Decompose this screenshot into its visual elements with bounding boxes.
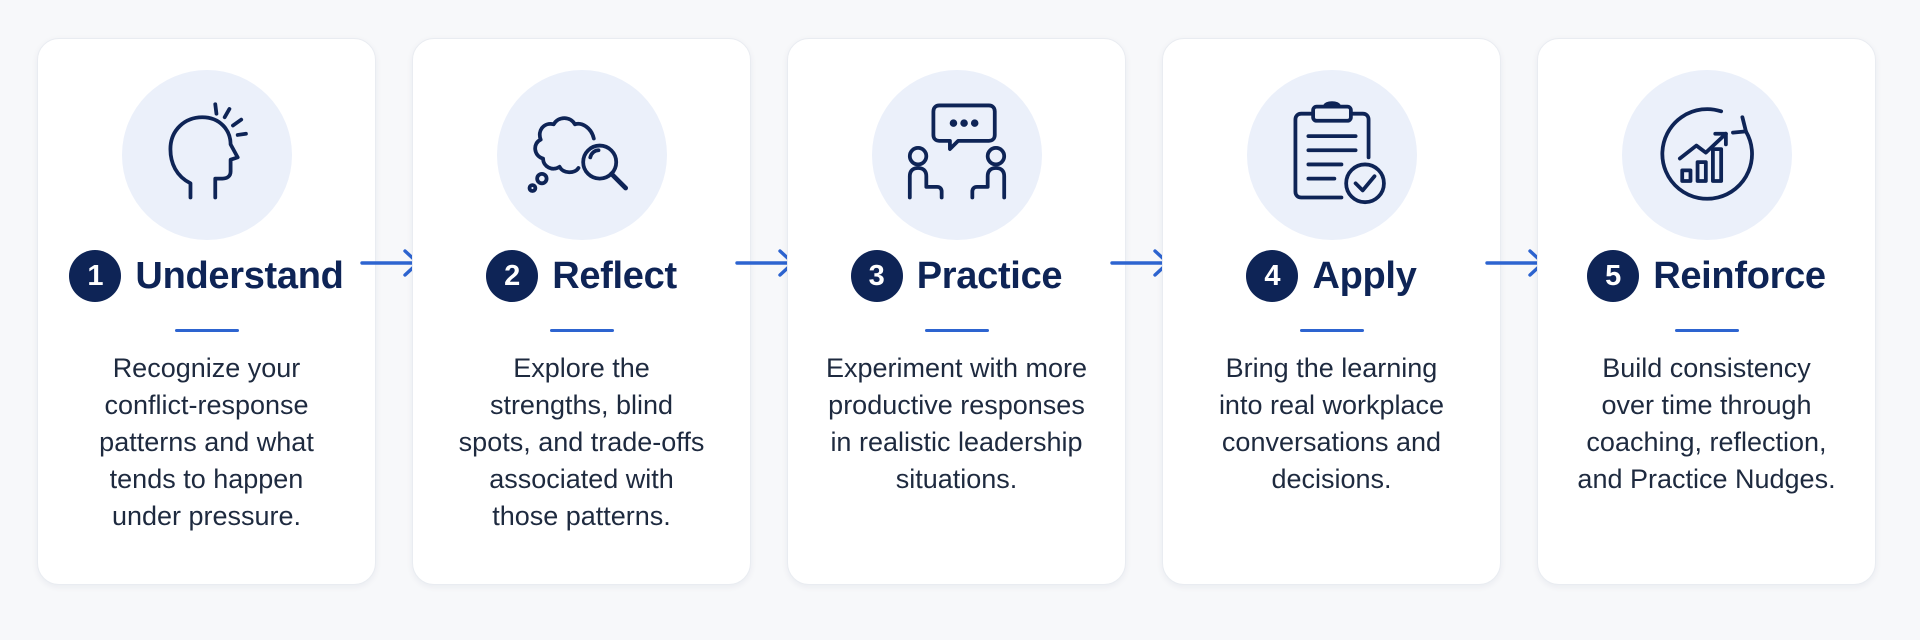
step-description: Recognize your conflict-response pattern… xyxy=(60,350,353,535)
title-underline xyxy=(1674,329,1739,332)
description-line: conflict-response xyxy=(104,390,309,420)
description-line: over time through xyxy=(1601,390,1812,420)
description-line: strengths, blind xyxy=(489,390,674,420)
description-line: tends to happen xyxy=(109,464,304,494)
description-line: under pressure. xyxy=(111,501,302,531)
step-title: Practice xyxy=(916,254,1063,297)
step-title: Apply xyxy=(1312,254,1417,297)
title-underline xyxy=(1299,329,1364,332)
step-number-badge: 1 xyxy=(69,250,122,302)
clipboard-check-icon xyxy=(1246,70,1417,240)
step-description: Build consistency over time through coac… xyxy=(1560,350,1853,498)
head-thinking-icon xyxy=(121,70,292,240)
thought-cloud-magnifier-icon xyxy=(496,70,667,240)
description-line: associated with xyxy=(489,464,674,494)
description-line: decisions. xyxy=(1271,464,1392,494)
step-card-reflect: 2 Reflect Explore the strengths, blind s… xyxy=(412,38,751,585)
step-number-badge: 3 xyxy=(850,250,903,302)
step-description: Explore the strengths, blind spots, and … xyxy=(435,350,728,535)
description-line: productive responses xyxy=(828,390,1085,420)
step-description: Experiment with more productive response… xyxy=(810,350,1103,498)
description-line: into real workplace xyxy=(1218,390,1445,420)
description-line: Build consistency xyxy=(1602,353,1811,383)
description-line: those patterns. xyxy=(492,501,671,531)
step-title: Reinforce xyxy=(1653,254,1826,297)
description-line: situations. xyxy=(895,464,1018,494)
step-card-reinforce: 5 Reinforce Build consistency over time … xyxy=(1537,38,1876,585)
description-line: patterns and what xyxy=(99,427,314,457)
description-line: conversations and xyxy=(1221,427,1442,457)
description-line: spots, and trade-offs xyxy=(458,427,705,457)
description-line: Recognize your xyxy=(112,353,301,383)
step-number-badge: 5 xyxy=(1587,250,1640,302)
title-underline xyxy=(924,329,989,332)
step-number-badge: 2 xyxy=(486,250,539,302)
title-underline xyxy=(174,329,239,332)
description-line: Explore the xyxy=(513,353,650,383)
description-line: in realistic leadership xyxy=(830,427,1083,457)
step-description: Bring the learning into real workplace c… xyxy=(1185,350,1478,498)
step-title: Reflect xyxy=(552,254,677,297)
description-line: and Practice Nudges. xyxy=(1577,464,1836,494)
step-card-apply: 4 Apply Bring the learning into real wor… xyxy=(1162,38,1501,585)
description-line: coaching, reflection, xyxy=(1586,427,1827,457)
step-card-understand: 1 Understand Recognize your conflict-res… xyxy=(37,38,376,585)
conversation-icon xyxy=(871,70,1042,240)
step-card-practice: 3 Practice Experiment with more producti… xyxy=(787,38,1126,585)
step-title: Understand xyxy=(135,254,344,297)
description-line: Bring the learning xyxy=(1225,353,1438,383)
growth-cycle-icon xyxy=(1621,70,1792,240)
step-number-badge: 4 xyxy=(1246,250,1299,302)
description-line: Experiment with more xyxy=(825,353,1088,383)
title-underline xyxy=(549,329,614,332)
